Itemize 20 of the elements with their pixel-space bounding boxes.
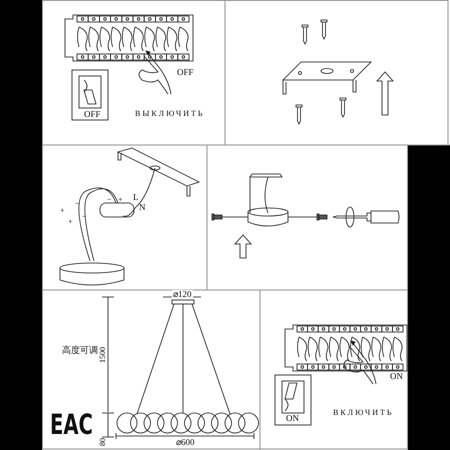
wire-label: N [139, 203, 146, 212]
wire-label: L [133, 193, 138, 202]
instruction-text: ВКЛЮЧИТЬ [333, 409, 394, 417]
polarity-sign: − [75, 200, 80, 208]
certification-mark: EAC [50, 411, 93, 439]
switch-state-label: OFF [84, 110, 101, 119]
polarity-sign: − [107, 196, 112, 204]
polarity-sign: + [68, 218, 73, 226]
polarity-sign: + [118, 196, 123, 204]
dimension-text: ⌀600 [176, 438, 194, 447]
dimension-text: 1500 [99, 347, 107, 363]
polarity-sign: − [82, 213, 87, 221]
switch-state-label: ON [286, 414, 299, 423]
switch-state-label: OFF [177, 68, 194, 77]
instruction-text: ВЫКЛЮЧИТЬ [135, 110, 204, 118]
switch-state-label: ON [390, 372, 403, 381]
annotation-text: 高度可调 [62, 346, 98, 355]
dimension-text: ⌀120 [172, 290, 192, 299]
polarity-sign: + [60, 207, 65, 215]
dimension-text: 80 [99, 438, 107, 446]
